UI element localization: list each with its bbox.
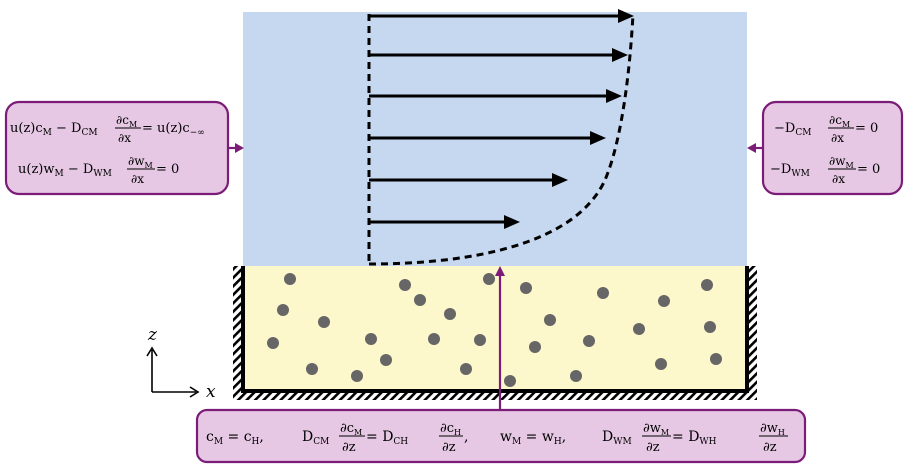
svg-text:∂cM: ∂cM xyxy=(116,113,137,129)
velocity-arrowhead xyxy=(590,131,606,145)
svg-text:∂z: ∂z xyxy=(763,440,777,455)
outlet-eq-1: −DCM ∂cM ∂x = 0 xyxy=(774,113,878,145)
sediment-particle xyxy=(414,294,426,306)
sediment-particle xyxy=(444,308,456,320)
svg-text:= DCH: = DCH xyxy=(366,429,408,447)
outlet-eq-2: −DWM ∂wM ∂x = 0 xyxy=(770,154,880,186)
svg-text:−DCM: −DCM xyxy=(774,121,811,138)
svg-text:∂x: ∂x xyxy=(118,131,131,145)
outlet-bc-arrowhead xyxy=(747,143,756,153)
svg-text:= 0: = 0 xyxy=(156,162,179,177)
svg-text:DCM: DCM xyxy=(302,429,329,447)
sediment-particle xyxy=(570,370,582,382)
svg-text:∂wM: ∂wM xyxy=(643,421,669,437)
sediment-particle xyxy=(428,333,440,345)
svg-text:∂cM: ∂cM xyxy=(340,421,362,437)
sediment-particles xyxy=(267,273,722,387)
bottom-wall-hatch xyxy=(233,392,757,400)
svg-text:∂x: ∂x xyxy=(832,172,845,186)
x-axis-label: x xyxy=(206,382,216,402)
svg-text:∂z: ∂z xyxy=(442,440,456,455)
outlet-bc-box: −DCM ∂cM ∂x = 0 −DWM ∂wM ∂x = 0 xyxy=(761,100,904,196)
sediment-particle xyxy=(284,273,296,285)
velocity-profile xyxy=(367,9,635,266)
sediment-particle xyxy=(655,358,667,370)
sediment-particle xyxy=(658,295,670,307)
velocity-arrowhead xyxy=(618,9,634,23)
z-axis-label: z xyxy=(147,325,158,345)
bc-arrows xyxy=(228,143,763,410)
interface-bc-box: cM = cH, DCM ∂cM ∂z = DCH ∂cH ∂z , wM = … xyxy=(195,408,807,464)
svg-text:∂cH: ∂cH xyxy=(440,421,461,437)
velocity-arrowhead xyxy=(612,48,628,62)
sediment-particle xyxy=(460,363,472,375)
sediment-particle xyxy=(474,334,486,346)
sediment-particle xyxy=(267,337,279,349)
interface-bc-arrowhead xyxy=(495,266,505,276)
sediment-particle xyxy=(483,273,495,285)
svg-text:∂wH: ∂wH xyxy=(760,421,785,437)
sediment-particle xyxy=(597,287,609,299)
svg-text:∂z: ∂z xyxy=(646,440,660,455)
sediment-particle xyxy=(277,304,289,316)
inlet-bc-box: u(z)cM − DCM ∂cM ∂x = u(z)c−∞ u(z)wM − D… xyxy=(4,100,230,196)
sediment-particle xyxy=(704,321,716,333)
svg-text:wM = wH,: wM = wH, xyxy=(500,429,566,447)
svg-text:cM = cH,: cM = cH, xyxy=(206,429,264,447)
interface-bc-box-frame xyxy=(195,408,807,464)
sediment-particle xyxy=(318,316,330,328)
svg-text:∂x: ∂x xyxy=(131,172,144,186)
svg-text:−DWM: −DWM xyxy=(770,162,810,179)
svg-text:= u(z)c−∞: = u(z)c−∞ xyxy=(142,121,205,138)
sediment-particle xyxy=(701,279,713,291)
sediment-particle xyxy=(520,282,532,294)
velocity-arrowhead xyxy=(606,89,622,103)
velocity-arrows xyxy=(369,9,634,229)
interface-eq-4: DWM ∂wM ∂z = DWH ∂wH ∂z xyxy=(602,421,788,455)
svg-text:∂x: ∂x xyxy=(831,131,844,145)
inlet-eq-1: u(z)cM − DCM ∂cM ∂x = u(z)c−∞ xyxy=(10,113,205,145)
svg-text:= DWH: = DWH xyxy=(672,429,717,447)
svg-text:= 0: = 0 xyxy=(855,121,878,136)
interface-eq-2: DCM ∂cM ∂z = DCH ∂cH ∂z , xyxy=(302,421,468,455)
svg-text:u(z)cM − DCM: u(z)cM − DCM xyxy=(10,121,98,138)
interface-eq-3: wM = wH, xyxy=(500,429,566,447)
svg-text:∂cM: ∂cM xyxy=(829,113,850,129)
left-wall-hatch xyxy=(233,266,241,392)
sediment-particle xyxy=(544,314,556,326)
velocity-arrowhead xyxy=(552,173,568,187)
svg-text:,: , xyxy=(464,429,468,445)
x-axis-arrowhead xyxy=(189,386,200,398)
outlet-bc-box-frame xyxy=(761,100,904,196)
svg-text:∂wM: ∂wM xyxy=(829,154,854,170)
z-axis-arrowhead xyxy=(146,346,158,357)
sediment-particle xyxy=(633,323,645,335)
sediment-region xyxy=(243,266,747,390)
profile-curve xyxy=(368,13,635,266)
coordinate-axes: z x xyxy=(146,325,216,402)
wall-hatching xyxy=(233,266,757,400)
right-wall-hatch xyxy=(749,266,757,392)
sediment-particle xyxy=(306,363,318,375)
svg-text:DWM: DWM xyxy=(602,429,632,447)
svg-text:u(z)wM − DWM: u(z)wM − DWM xyxy=(18,162,112,179)
svg-text:∂z: ∂z xyxy=(342,440,356,455)
interface-eq-1: cM = cH, xyxy=(206,429,264,447)
sediment-particle xyxy=(365,333,377,345)
sediment-particle xyxy=(380,354,392,366)
sediment-particle xyxy=(583,335,595,347)
inlet-eq-2: u(z)wM − DWM ∂wM ∂x = 0 xyxy=(18,154,179,186)
inlet-bc-arrowhead xyxy=(235,143,244,153)
sediment-particle xyxy=(529,341,541,353)
sediment-particle xyxy=(504,375,516,387)
sediment-walls xyxy=(241,266,749,393)
sediment-particle xyxy=(710,353,722,365)
inlet-bc-box-frame xyxy=(4,100,230,196)
sediment-particle xyxy=(399,279,411,291)
svg-text:∂wM: ∂wM xyxy=(128,154,153,170)
velocity-arrowhead xyxy=(504,215,520,229)
sediment-particle xyxy=(351,370,363,382)
svg-text:= 0: = 0 xyxy=(857,162,880,177)
